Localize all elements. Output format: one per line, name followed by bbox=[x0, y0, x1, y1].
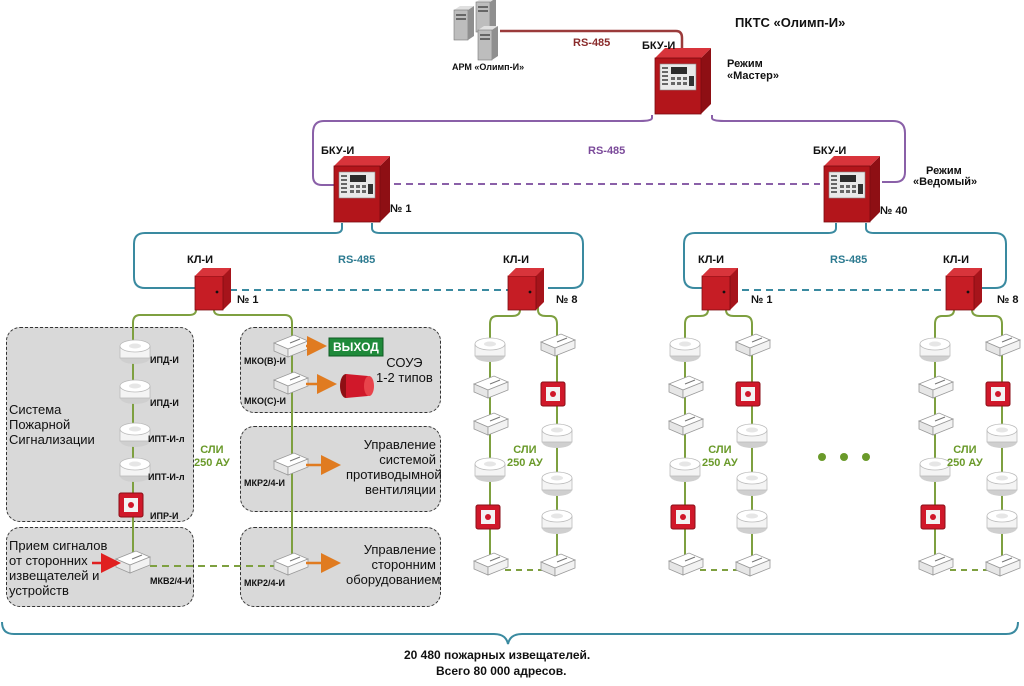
kl1-right-label: КЛ-И bbox=[698, 254, 725, 266]
exit-sign-icon bbox=[328, 337, 384, 357]
group-fire-alarm bbox=[6, 327, 194, 522]
rs485-right-label: RS-485 bbox=[830, 254, 868, 266]
master-mode-line1: Режим bbox=[727, 58, 763, 70]
module-mkoc bbox=[273, 371, 309, 395]
rs485-right bbox=[683, 223, 837, 289]
label-ipt-2: ИПТ-И-л bbox=[148, 472, 185, 482]
master-panel-icon bbox=[654, 47, 712, 115]
kl8-right-label: КЛ-И bbox=[943, 254, 970, 266]
rs485-ring bbox=[312, 115, 653, 186]
slave40-mode-line2: «Ведомый» bbox=[913, 176, 978, 188]
master-mode-line2: «Мастер» bbox=[727, 70, 779, 82]
label-mkoc: МКО(С)-И bbox=[244, 396, 286, 406]
workstation-label: АРМ «Олимп-И» bbox=[452, 62, 525, 72]
kl8-right-icon bbox=[945, 267, 983, 311]
rs485-top-label: RS-485 bbox=[573, 37, 611, 49]
slave40-mode-line1: Режим bbox=[926, 165, 962, 177]
label-mkob: МКО(В)-И bbox=[244, 356, 286, 366]
kl1-right-icon bbox=[701, 267, 739, 311]
label-ipr: ИПР-И bbox=[150, 511, 179, 521]
kl8-left-icon bbox=[507, 267, 545, 311]
bottom-brace bbox=[1, 621, 1019, 645]
detector-ipt-1 bbox=[119, 422, 151, 448]
label-mkv: МКВ2/4-И bbox=[150, 576, 192, 586]
kl8-left-label: КЛ-И bbox=[503, 254, 530, 266]
module-mkv bbox=[115, 550, 151, 574]
kl1-left-number: № 1 bbox=[237, 294, 259, 306]
footer-line-1: 20 480 пожарных извещателей. bbox=[404, 648, 591, 662]
loop-kl1-left bbox=[132, 305, 293, 555]
exit-sign-text: ВЫХОД bbox=[333, 340, 379, 354]
label-mkr-2: МКР2/4-И bbox=[244, 578, 285, 588]
slave40-number: № 40 bbox=[880, 205, 908, 217]
slave1-number: № 1 bbox=[390, 203, 412, 215]
label-ipd-1: ИПД-И bbox=[150, 355, 179, 365]
detector-ipt-2 bbox=[119, 457, 151, 483]
label-mkr-1: МКР2/4-И bbox=[244, 478, 285, 488]
kl1-left-icon bbox=[194, 267, 232, 311]
ellipsis-dots bbox=[818, 453, 870, 461]
slave40-label: БКУ-И bbox=[813, 145, 847, 157]
detector-ipd-1 bbox=[119, 339, 151, 365]
module-mkr-1 bbox=[273, 452, 309, 476]
siren-icon bbox=[340, 374, 374, 398]
rs485-left-label: RS-485 bbox=[338, 254, 376, 266]
footer-line-2: Всего 80 000 адресов. bbox=[436, 664, 567, 678]
kl1-right-number: № 1 bbox=[751, 294, 773, 306]
slave40-panel-icon bbox=[823, 155, 881, 223]
module-mkob bbox=[273, 334, 309, 358]
kl8-right-number: № 8 bbox=[997, 294, 1019, 306]
module-mkr-2 bbox=[273, 552, 309, 576]
kl1-left-label: КЛ-И bbox=[187, 254, 214, 266]
master-label: БКУ-И bbox=[642, 40, 676, 52]
rs485-mid-label: RS-485 bbox=[588, 145, 626, 157]
kl8-left-number: № 8 bbox=[556, 294, 578, 306]
label-ipd-2: ИПД-И bbox=[150, 398, 179, 408]
label-ipt-1: ИПТ-И-л bbox=[148, 434, 185, 444]
rs485-link-top bbox=[500, 29, 684, 52]
workstation-icon bbox=[453, 0, 499, 61]
rs485-left bbox=[133, 223, 343, 289]
detector-ipd-2 bbox=[119, 379, 151, 405]
slave1-label: БКУ-И bbox=[321, 145, 355, 157]
page-title: ПКТС «Олимп-И» bbox=[735, 15, 846, 30]
manual-call-point-ipr bbox=[118, 492, 144, 518]
slave1-panel-icon bbox=[333, 155, 391, 223]
